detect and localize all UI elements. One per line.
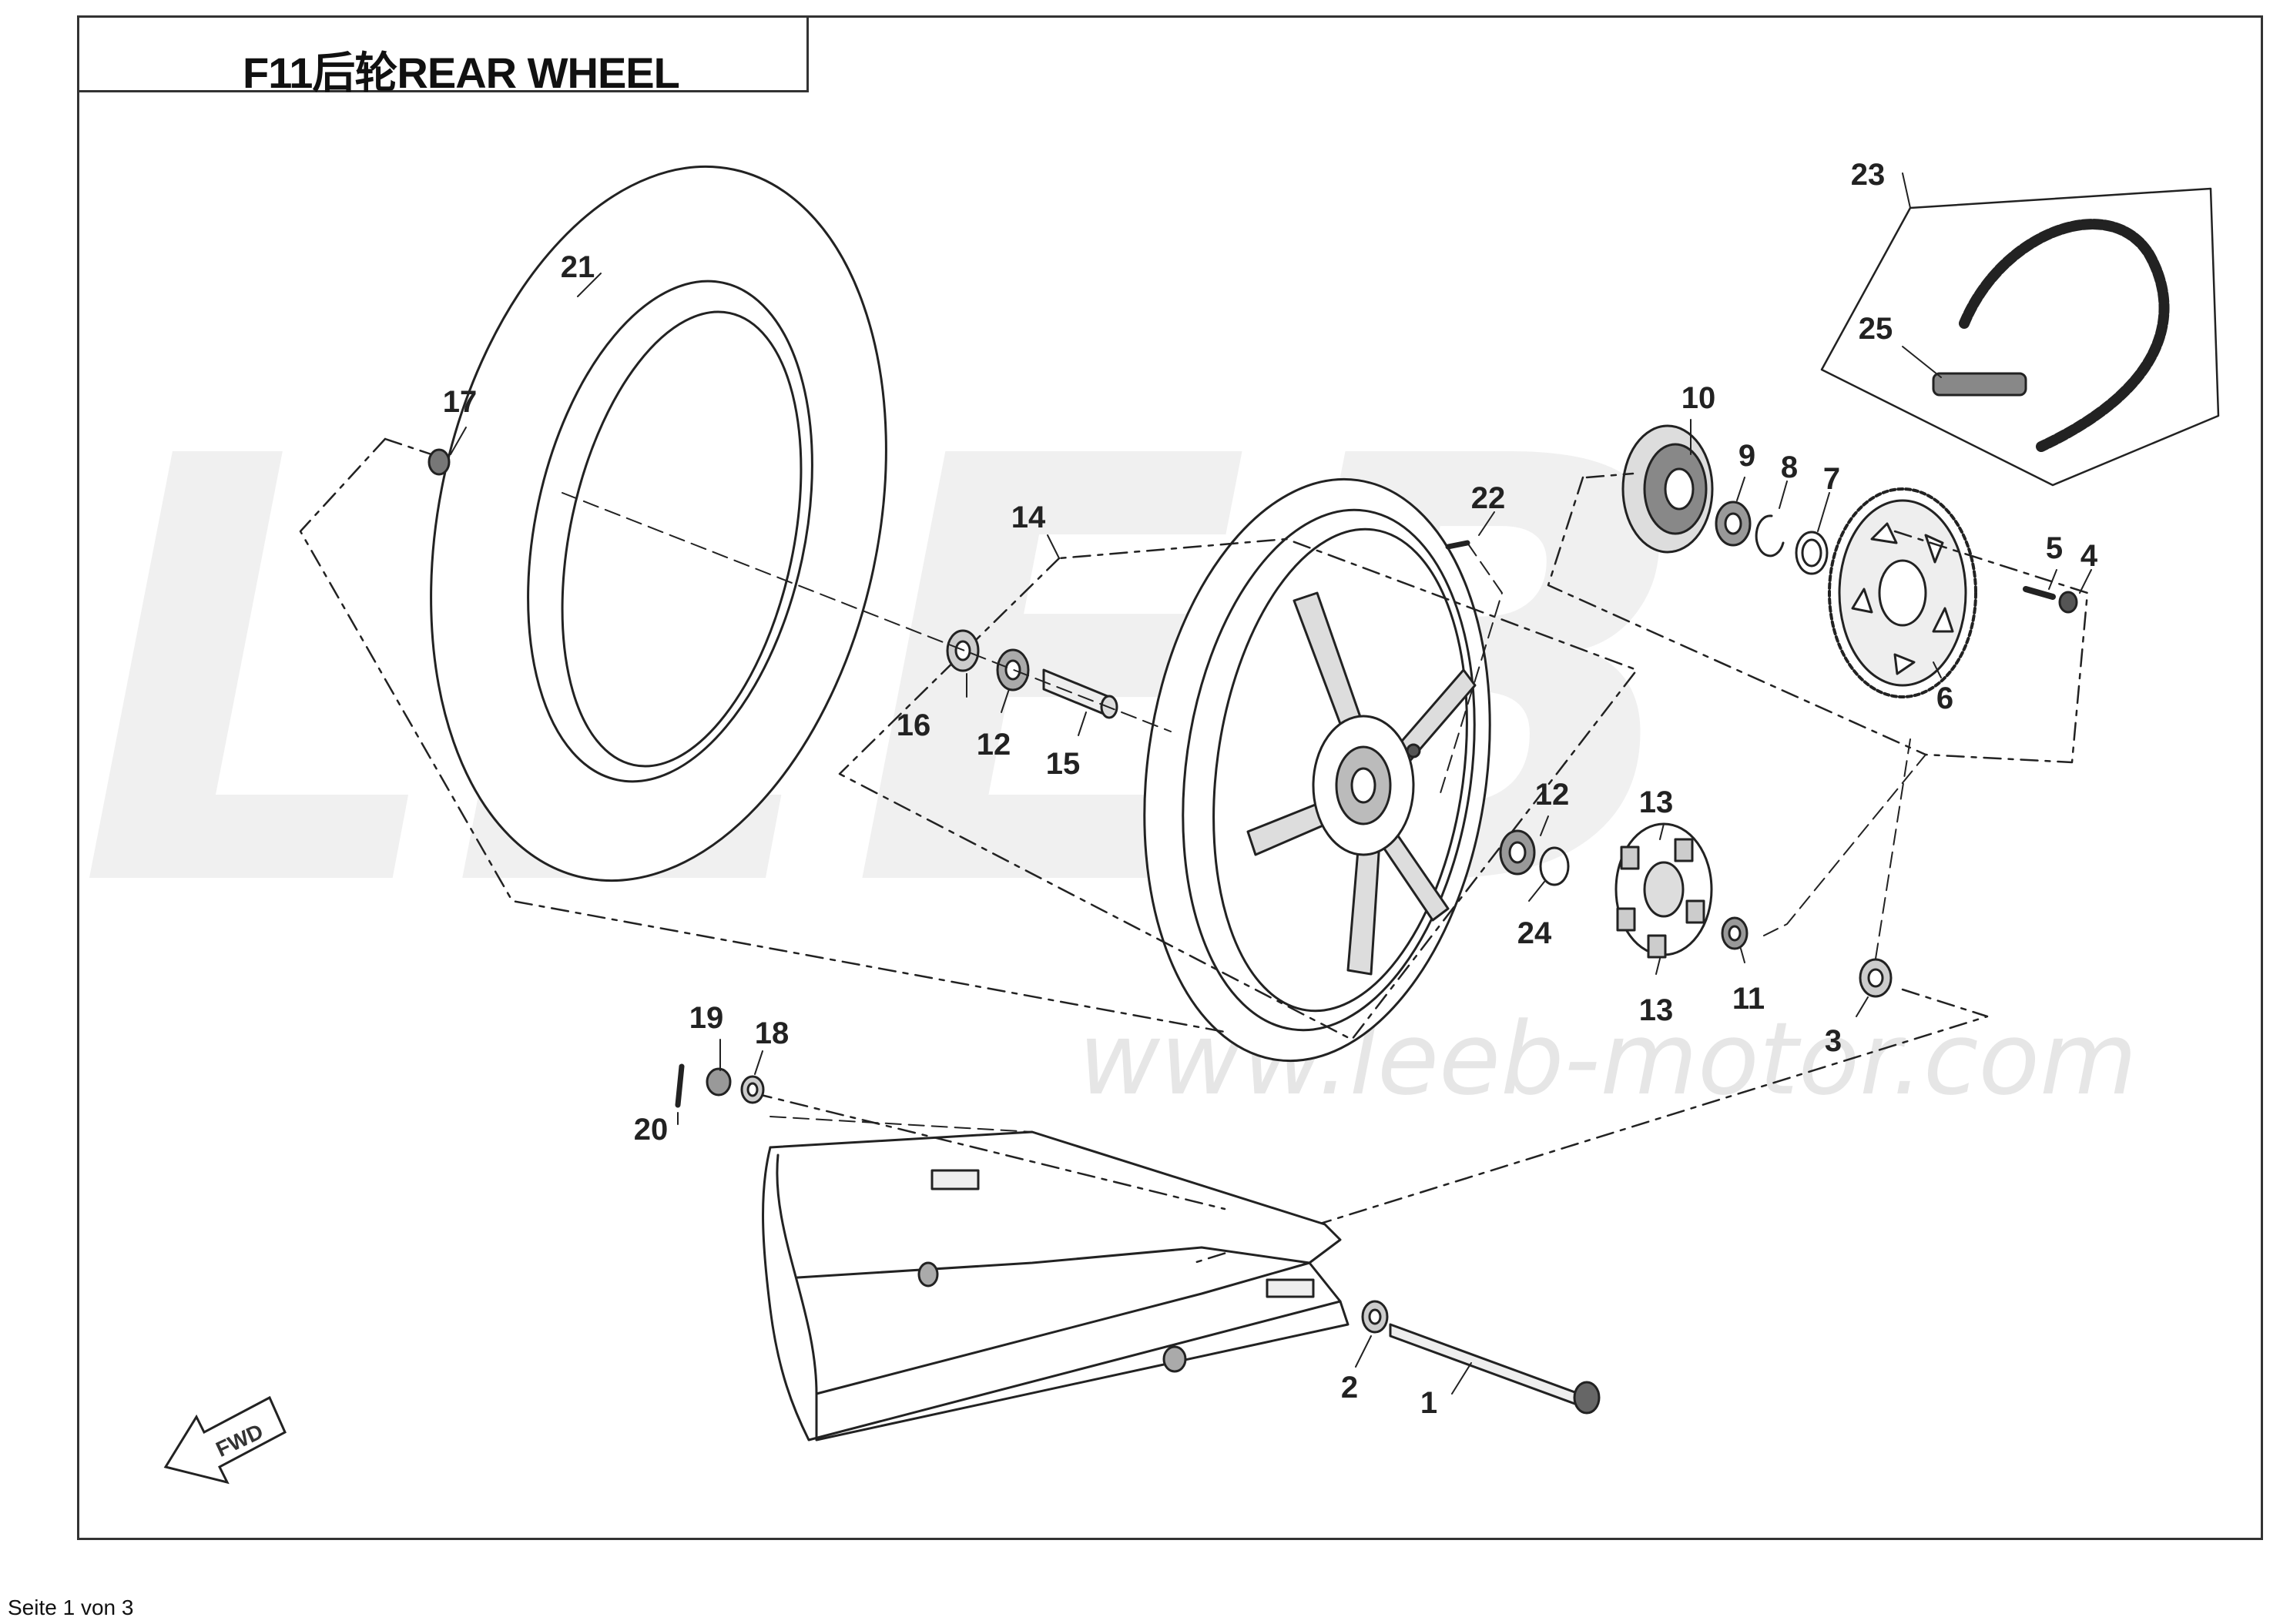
callout-numbers: 1 2 3 4 5 6 7 8 9 10 11 12 12 13 13 14 1… xyxy=(443,158,2098,1420)
rear-axle-1 xyxy=(1389,1323,1601,1415)
callout-4: 4 xyxy=(2080,539,2098,573)
callout-7: 7 xyxy=(1823,462,1840,496)
group-outline-14 xyxy=(838,537,1638,1041)
drive-chain-23 xyxy=(1959,219,2170,452)
callout-13a: 13 xyxy=(1639,785,1674,819)
callout-17: 17 xyxy=(443,385,478,419)
callout-6: 6 xyxy=(1936,681,1953,715)
callout-20: 20 xyxy=(634,1113,669,1147)
chain-joint-25 xyxy=(1932,372,2027,397)
callout-11: 11 xyxy=(1732,982,1765,1016)
valve-22 xyxy=(1445,540,1470,550)
bearing-16 xyxy=(946,629,980,672)
washer-2 xyxy=(1361,1300,1389,1334)
callout-25: 25 xyxy=(1859,312,1893,346)
callout-23: 23 xyxy=(1851,158,1886,192)
bearing-12-left xyxy=(996,648,1030,691)
callout-12b: 12 xyxy=(1535,778,1570,812)
callout-10: 10 xyxy=(1681,381,1716,415)
wheel-rim xyxy=(1143,477,1491,1063)
adjuster-washer-18 xyxy=(740,1075,765,1104)
callout-1: 1 xyxy=(1420,1386,1437,1420)
callout-2: 2 xyxy=(1341,1371,1358,1405)
fwd-direction-arrow: FWD xyxy=(163,1395,287,1485)
drawing-frame xyxy=(77,15,2263,1540)
callout-22: 22 xyxy=(1471,481,1506,515)
nut-4 xyxy=(2058,591,2078,614)
callout-14: 14 xyxy=(1011,501,1046,534)
adjuster-bolt-20 xyxy=(675,1063,685,1108)
bearing-9 xyxy=(1715,501,1752,547)
callout-9: 9 xyxy=(1738,439,1755,473)
bearing-12-right xyxy=(1499,829,1536,876)
sprocket-carrier-10 xyxy=(1621,424,1714,554)
page-title: F11后轮REAR WHEEL xyxy=(243,49,680,97)
group-outline-23 xyxy=(1820,187,2220,487)
callout-15: 15 xyxy=(1046,747,1081,781)
bushing-11 xyxy=(1721,916,1749,950)
callout-19: 19 xyxy=(689,1001,724,1035)
valve-17 xyxy=(427,448,451,476)
circlip-8 xyxy=(1755,514,1785,558)
callout-12a: 12 xyxy=(977,728,1011,762)
rear-sprocket-6 xyxy=(1828,487,1977,698)
callout-16: 16 xyxy=(897,708,931,742)
collar-3 xyxy=(1859,958,1893,998)
damper-rubbers-13 xyxy=(1614,822,1713,959)
group-outline-tire xyxy=(299,437,1226,1033)
title-box: F11后轮REAR WHEEL xyxy=(77,15,809,97)
o-ring-24 xyxy=(1539,846,1570,886)
washer-7 xyxy=(1795,531,1829,575)
adjuster-nut-19 xyxy=(706,1067,732,1097)
callout-24: 24 xyxy=(1517,916,1552,950)
callout-13b: 13 xyxy=(1639,993,1674,1027)
callout-3: 3 xyxy=(1825,1024,1842,1058)
page-footer: Seite 1 von 3 xyxy=(8,1596,134,1619)
callout-18: 18 xyxy=(755,1016,790,1050)
leader-lines xyxy=(450,172,2092,1395)
stud-bolt-5 xyxy=(2023,586,2056,600)
callout-21: 21 xyxy=(561,250,595,284)
callout-8: 8 xyxy=(1781,450,1798,484)
tire xyxy=(430,165,887,882)
swingarm xyxy=(762,1130,1350,1442)
callout-5: 5 xyxy=(2046,531,2063,565)
